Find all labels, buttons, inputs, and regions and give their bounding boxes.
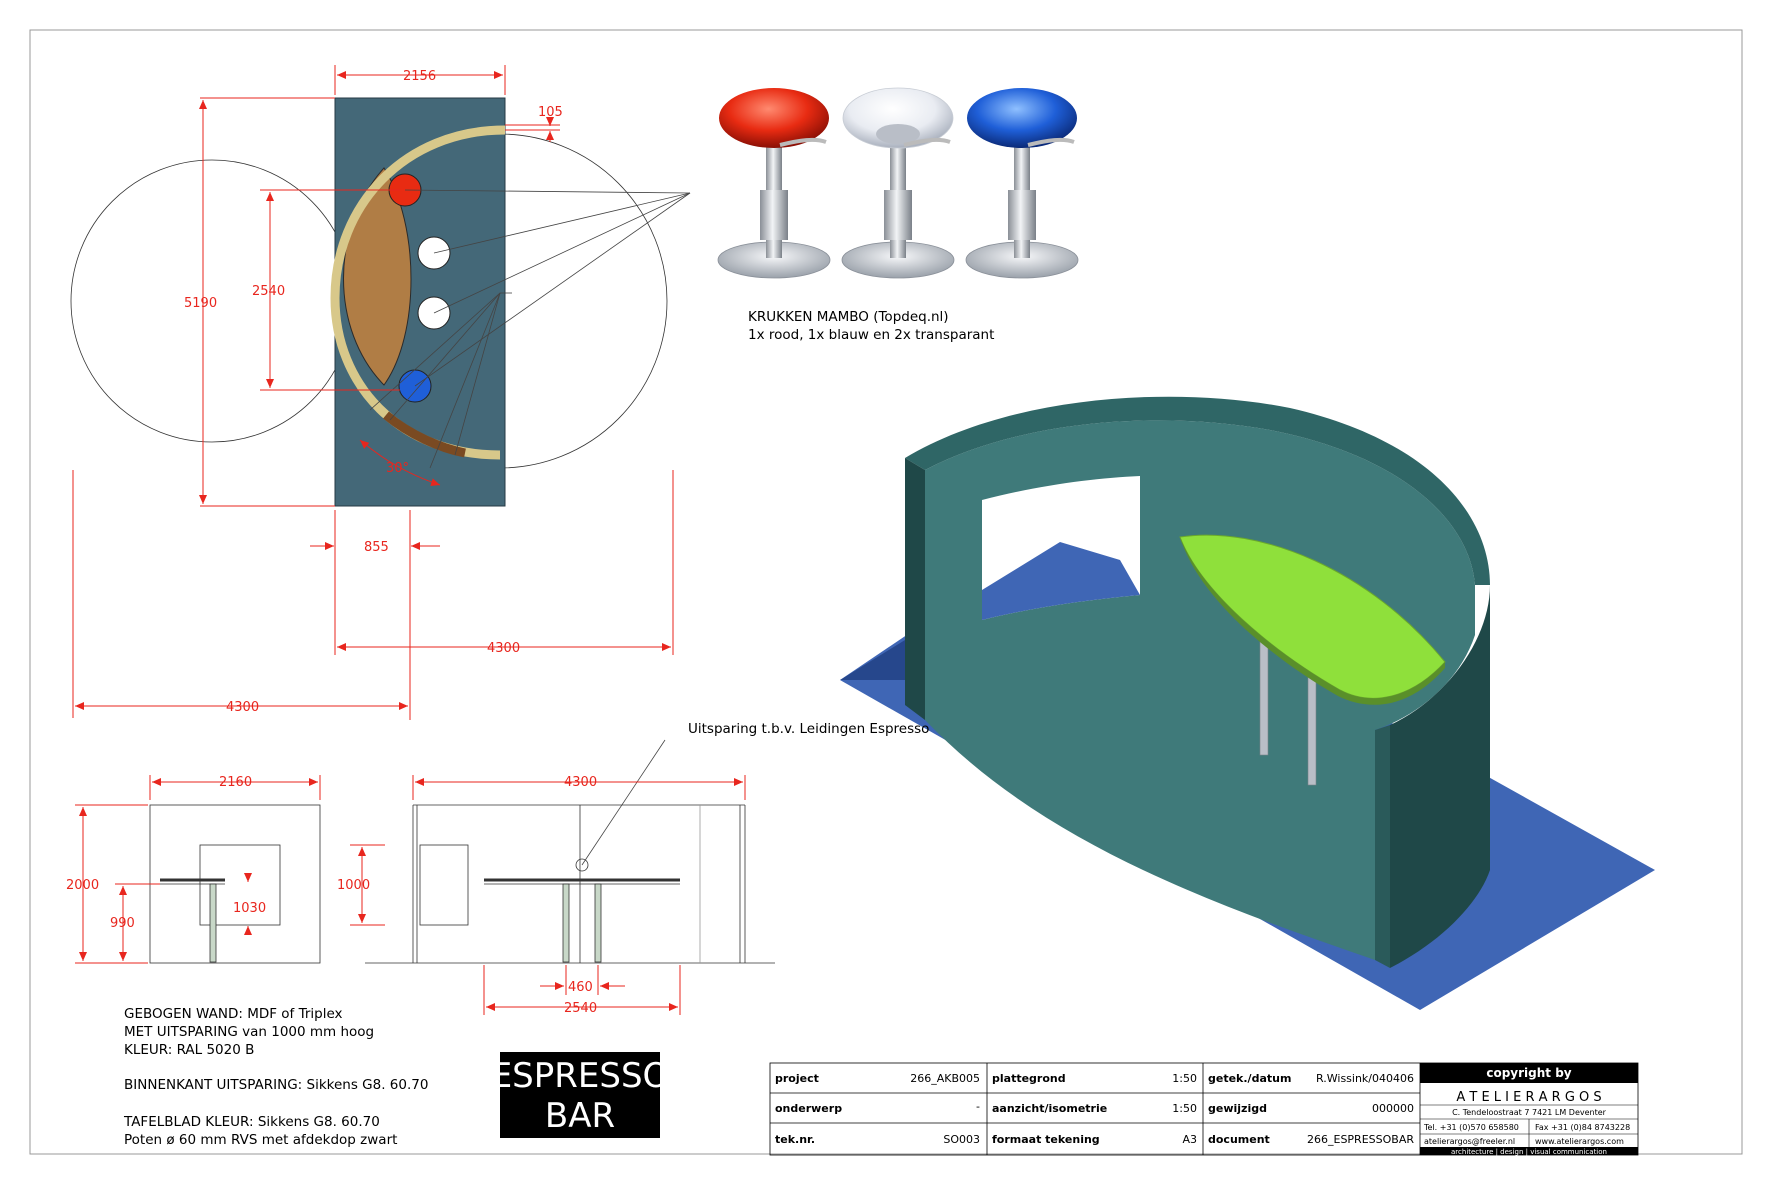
dim-front-opening-height: 1000 <box>337 878 370 893</box>
iso-wall-top <box>905 396 1490 585</box>
dim-width-bottom: 855 <box>364 540 389 555</box>
tb-getekend-value: R.Wissink/040406 <box>1316 1072 1414 1085</box>
tb-teknr-label: tek.nr. <box>775 1133 815 1146</box>
dim-radius-right: 4300 <box>487 641 520 656</box>
company-tel: Tel. +31 (0)570 658580 <box>1423 1123 1519 1132</box>
notes: GEBOGEN WAND: MDF of Triplex MET UITSPAR… <box>123 1006 428 1148</box>
dim-height-opening: 2540 <box>252 284 285 299</box>
tb-project-label: project <box>775 1072 819 1085</box>
stools-group: KRUKKEN MAMBO (Topdeq.nl) 1x rood, 1x bl… <box>717 87 1079 343</box>
company-name: A T E L I E R A R G O S <box>1456 1090 1601 1105</box>
tb-gewijzigd-label: gewijzigd <box>1208 1102 1267 1115</box>
sheet-border <box>29 29 1743 1155</box>
title-line-1: ESPRESSO <box>491 1056 670 1096</box>
company-copyright: copyright by <box>1486 1066 1571 1080</box>
note-line-6: Poten ø 60 mm RVS met afdekdop zwart <box>124 1132 397 1148</box>
company-web: www.atelierargos.com <box>1535 1137 1624 1146</box>
note-line-5: TAFELBLAD KLEUR: Sikkens G8. 60.70 <box>123 1114 380 1130</box>
note-line-4: BINNENKANT UITSPARING: Sikkens G8. 60.70 <box>124 1077 428 1093</box>
note-line-2: MET UITSPARING van 1000 mm hoog <box>124 1024 374 1040</box>
tb-aanzicht-label: aanzicht/isometrie <box>992 1102 1107 1115</box>
annotation-uitsparing: Uitsparing t.b.v. Leidingen Espresso <box>688 721 929 737</box>
stool-blue-icon <box>965 88 1079 279</box>
iso-wall-front <box>1390 585 1490 968</box>
dim-offset-top: 105 <box>538 105 563 120</box>
company-fax: Fax +31 (0)84 8743228 <box>1535 1123 1630 1132</box>
tb-formaat-label: formaat tekening <box>992 1133 1100 1146</box>
dim-side-height: 2000 <box>66 878 99 893</box>
dim-front-width: 4300 <box>564 775 597 790</box>
iso-wall-end <box>905 458 925 720</box>
isometric-view <box>840 396 1655 1010</box>
stool-transparent-icon <box>841 87 955 279</box>
dim-angle: 30° <box>386 461 409 476</box>
front-elevation <box>365 804 775 964</box>
dim-side-table-height: 990 <box>110 916 135 931</box>
dim-radius-left: 4300 <box>226 700 259 715</box>
dim-side-width: 2160 <box>219 775 252 790</box>
company-address: C. Tendeloostraat 7 7421 LM Deventer <box>1452 1108 1607 1117</box>
plan-wall-opening <box>383 411 466 458</box>
title-block: project 266_AKB005 onderwerp - tek.nr. S… <box>769 1062 1639 1156</box>
dim-side-opening-low: 1030 <box>233 901 266 916</box>
tb-teknr-value: SO003 <box>943 1133 980 1146</box>
tb-gewijzigd-value: 000000 <box>1372 1102 1414 1115</box>
note-line-1: GEBOGEN WAND: MDF of Triplex <box>124 1006 343 1022</box>
tb-formaat-value: A3 <box>1182 1133 1197 1146</box>
tb-aanzicht-value: 1:50 <box>1172 1102 1197 1115</box>
plan-view: 30° 2156 105 5190 2540 855 4300 <box>70 65 691 720</box>
dim-width-top: 2156 <box>403 69 436 84</box>
company-tagline: architecture | design | visual communica… <box>1451 1148 1607 1156</box>
tb-document-value: 266_ESPRESSOBAR <box>1307 1133 1414 1146</box>
company-email: atelierargos@freeler.nl <box>1424 1137 1515 1146</box>
tb-document-label: document <box>1208 1133 1270 1146</box>
tb-onderwerp-value: - <box>976 1100 980 1113</box>
stools-title: KRUKKEN MAMBO (Topdeq.nl) <box>748 309 949 325</box>
title-box: ESPRESSO BAR <box>491 1052 670 1138</box>
tb-onderwerp-label: onderwerp <box>775 1102 842 1115</box>
title-line-2: BAR <box>545 1096 615 1136</box>
dim-height-total: 5190 <box>184 296 217 311</box>
stools-subtitle: 1x rood, 1x blauw en 2x transparant <box>748 327 994 343</box>
side-elevation <box>149 804 321 964</box>
stool-red-icon <box>717 88 831 279</box>
iso-table-leg-1 <box>1259 639 1269 756</box>
dim-leg-spacing: 460 <box>568 980 593 995</box>
note-line-3: KLEUR: RAL 5020 B <box>124 1042 254 1058</box>
tb-plattegrond-value: 1:50 <box>1172 1072 1197 1085</box>
tb-getekend-label: getek./datum <box>1208 1072 1291 1085</box>
dim-table-length: 2540 <box>564 1001 597 1016</box>
tb-project-value: 266_AKB005 <box>910 1072 980 1085</box>
tb-plattegrond-label: plattegrond <box>992 1072 1066 1085</box>
